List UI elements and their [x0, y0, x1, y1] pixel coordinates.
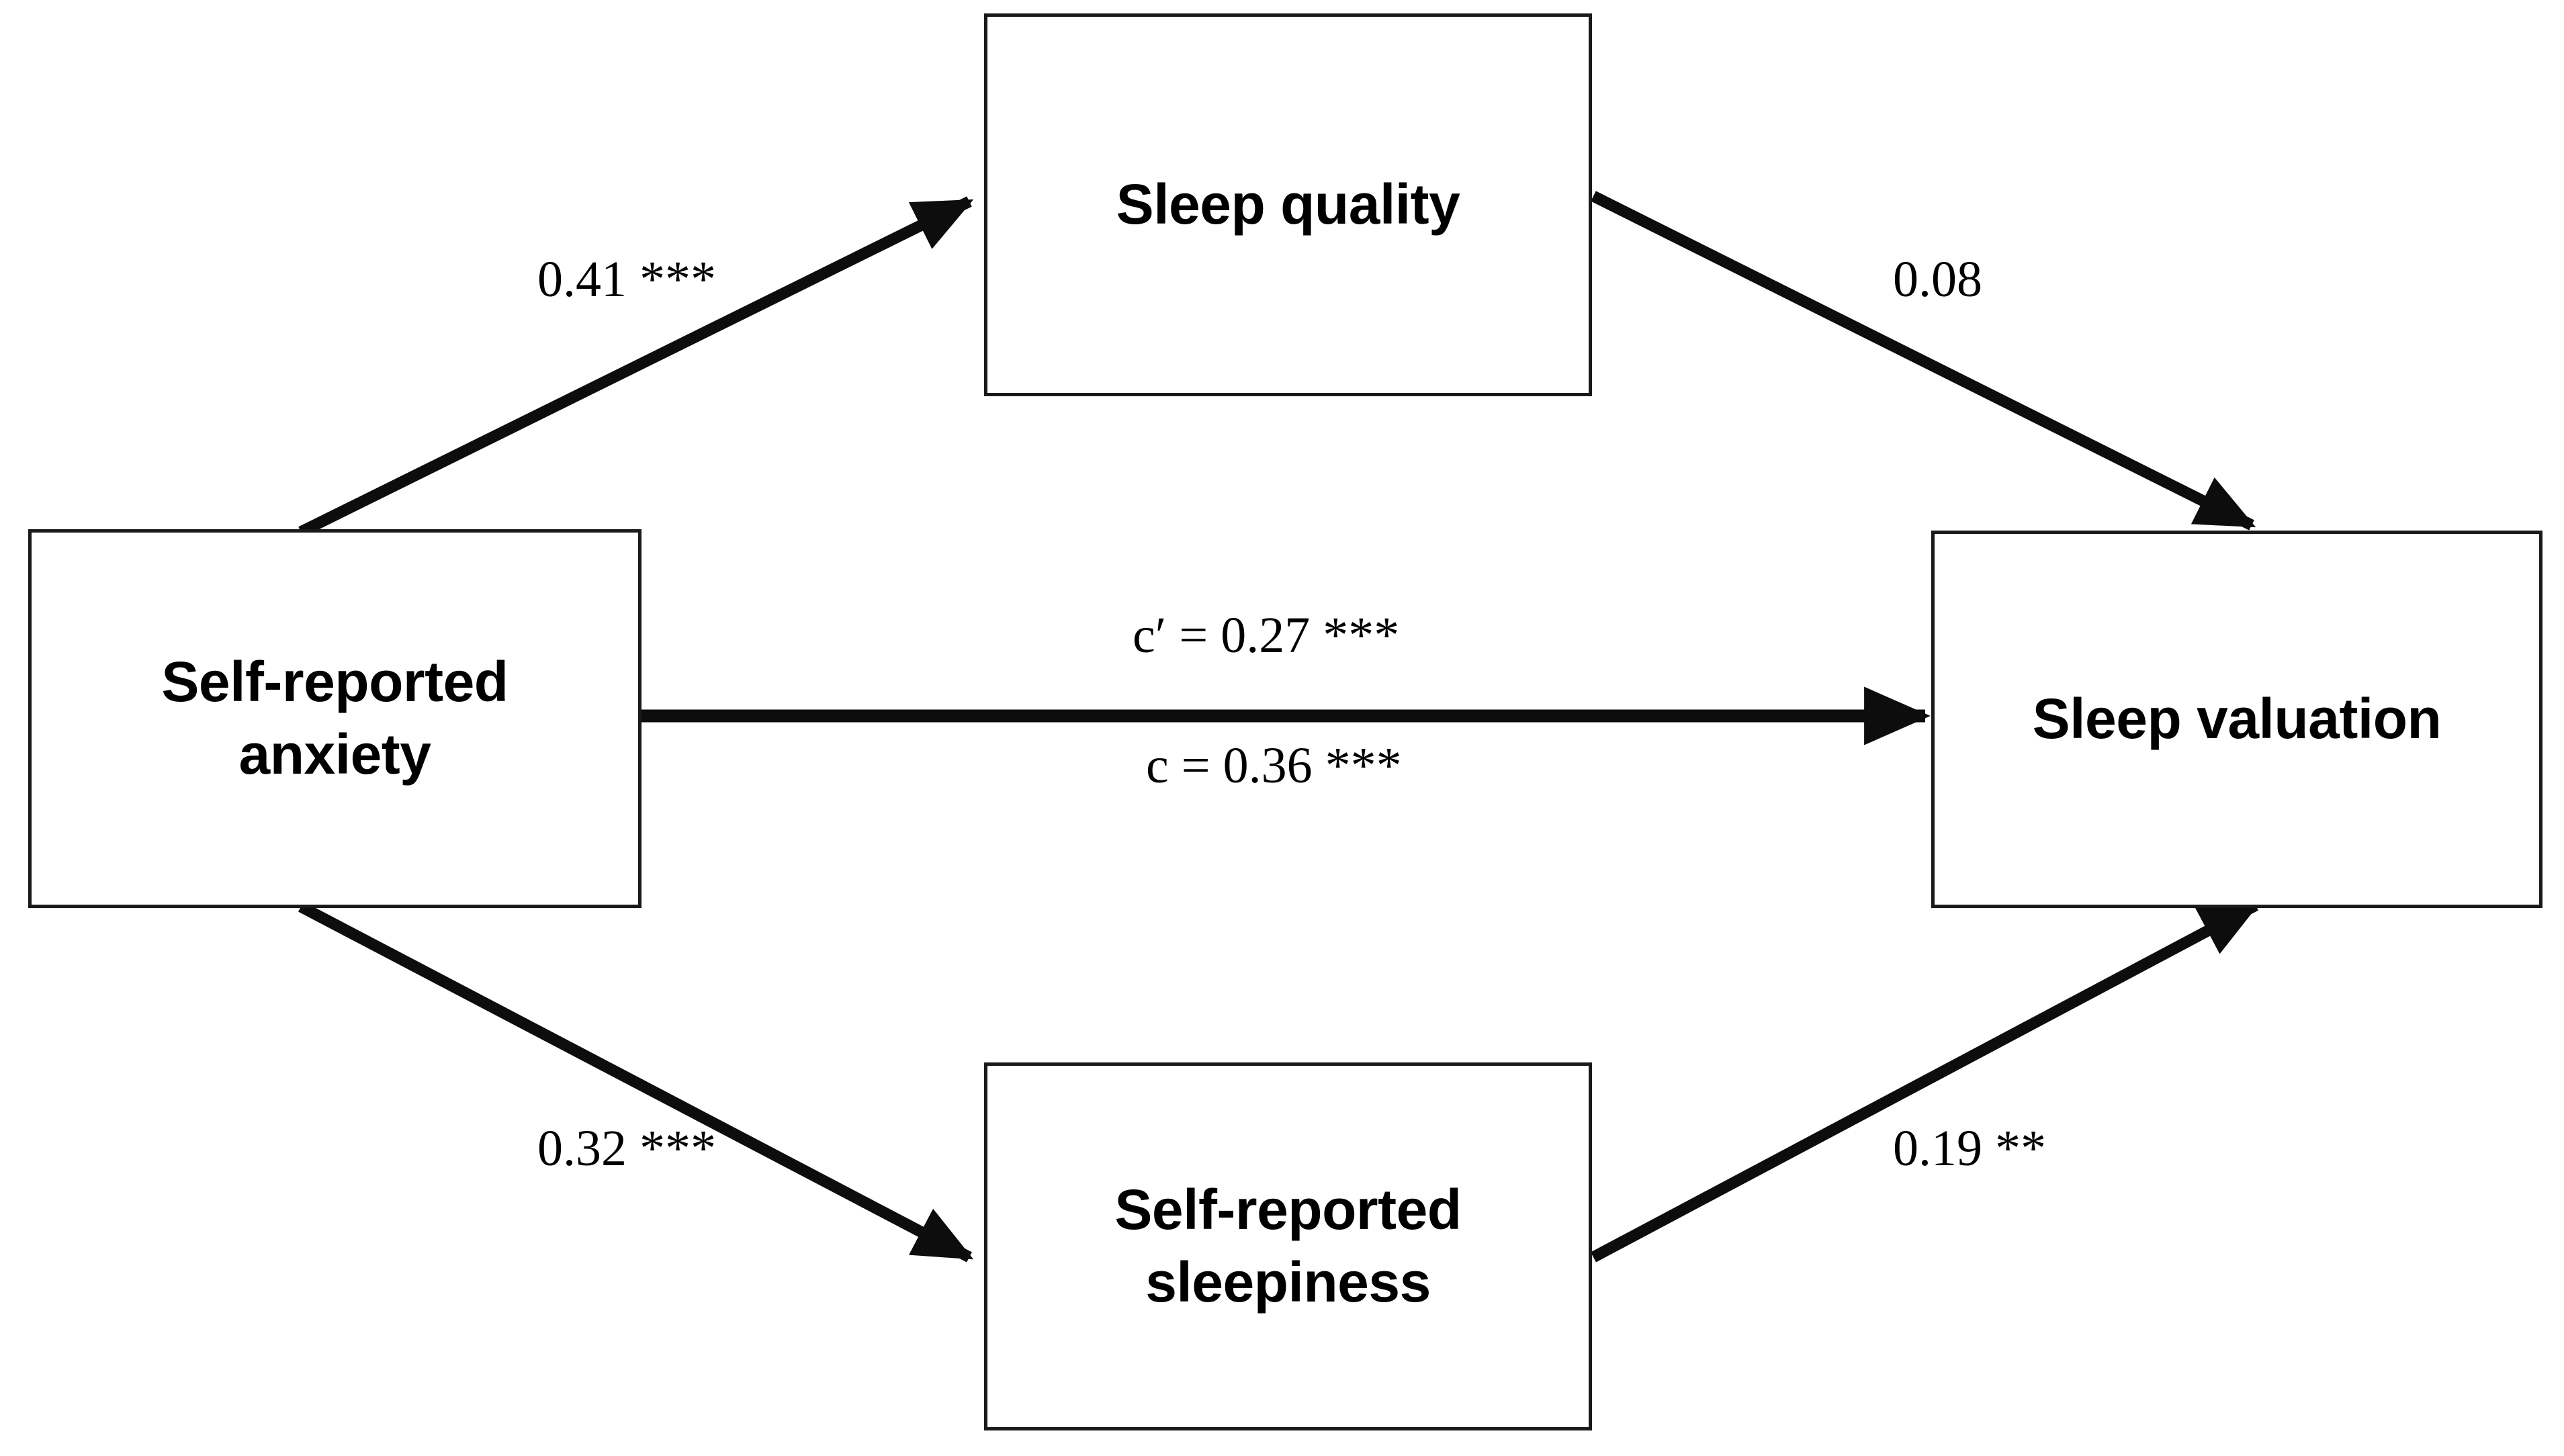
path-label-anxiety-to-sleepiness: 0.32 ***: [537, 1120, 716, 1177]
path-label-direct-effect-cprime: c′ = 0.27 ***: [1133, 607, 1400, 664]
node-label-quality: Sleep quality: [1116, 173, 1460, 236]
arrow-quality-to-valuation: [1591, 191, 2256, 531]
path-label-sleepiness-to-valuation: 0.19 **: [1893, 1120, 2046, 1177]
node-label-anxiety: Self-reported anxiety: [161, 650, 509, 786]
node-sleep-quality[interactable]: Sleep quality: [984, 13, 1592, 396]
node-sleep-valuation[interactable]: Sleep valuation: [1931, 531, 2543, 908]
arrow-anxiety-to-sleepiness: [298, 901, 974, 1263]
node-label-sleepiness: Self-reported sleepiness: [1114, 1178, 1462, 1314]
path-label-total-effect-c: c = 0.36 ***: [1146, 737, 1402, 794]
path-label-quality-to-valuation: 0.08: [1893, 251, 1982, 308]
node-self-reported-sleepiness[interactable]: Self-reported sleepiness: [984, 1062, 1592, 1430]
arrow-anxiety-to-quality: [298, 196, 974, 537]
node-self-reported-anxiety[interactable]: Self-reported anxiety: [28, 529, 642, 908]
path-label-anxiety-to-quality: 0.41 ***: [537, 251, 716, 308]
node-label-valuation: Sleep valuation: [2032, 687, 2442, 751]
arrow-sleepiness-to-valuation: [1591, 900, 2260, 1263]
